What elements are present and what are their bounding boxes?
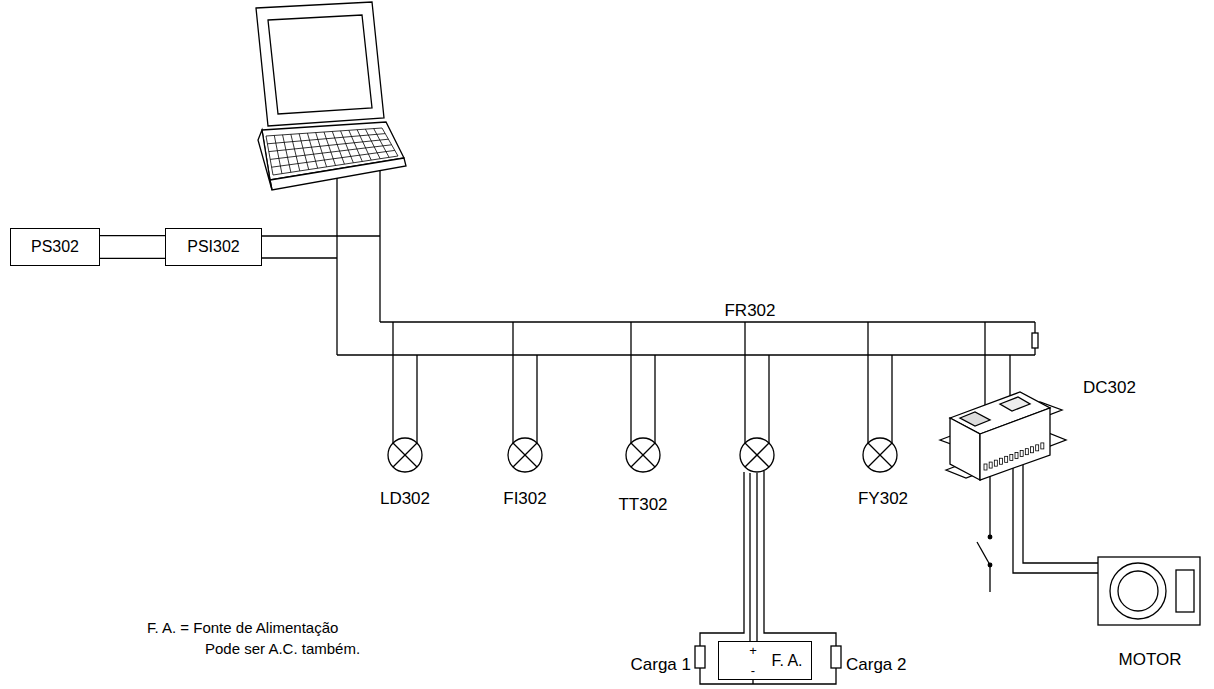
bus-drop xyxy=(984,322,985,405)
device-label: - xyxy=(751,664,755,678)
field-device xyxy=(508,322,542,472)
device-label: DC302 xyxy=(1083,379,1136,398)
bus-line xyxy=(337,354,1035,355)
motor xyxy=(1013,465,1200,625)
device-label: + xyxy=(749,644,757,658)
device-name: F. A. xyxy=(771,652,802,670)
terminator xyxy=(1032,333,1038,348)
field-device xyxy=(863,322,897,472)
device-box: F. A. xyxy=(718,641,812,680)
bus-drop xyxy=(1009,355,1010,396)
device-label: Carga 2 xyxy=(846,656,906,675)
signal-wire xyxy=(100,235,165,236)
power-wiring xyxy=(695,471,841,684)
device-label: TT302 xyxy=(618,496,667,515)
device-label: FY302 xyxy=(858,490,908,509)
bus-wire xyxy=(262,257,337,258)
field-device xyxy=(740,322,774,472)
bus-wire xyxy=(336,178,337,355)
legend-note: Pode ser A.C. também. xyxy=(205,641,360,658)
switch xyxy=(977,476,992,592)
laptop xyxy=(256,2,406,190)
device-name: PSI302 xyxy=(187,238,239,256)
load-resistor xyxy=(831,646,841,668)
field-device xyxy=(388,322,422,472)
terminator-wire xyxy=(1034,322,1035,333)
device-label: Carga 1 xyxy=(631,656,691,675)
bus-line xyxy=(380,321,1035,322)
device-label: MOTOR xyxy=(1119,651,1182,670)
device-label: LD302 xyxy=(380,490,430,509)
field-device xyxy=(626,322,660,472)
bus-wire xyxy=(379,171,380,322)
terminator-wire xyxy=(1034,348,1035,355)
device-box: PS302 xyxy=(10,228,100,266)
signal-wire xyxy=(100,258,165,259)
dc302-module xyxy=(940,392,1066,480)
device-box: PSI302 xyxy=(165,228,262,266)
legend-note: F. A. = Fonte de Alimentação xyxy=(147,620,338,637)
device-label: FR302 xyxy=(724,302,775,321)
bus-wire xyxy=(262,235,380,236)
device-name: PS302 xyxy=(31,238,79,256)
device-label: FI302 xyxy=(503,490,546,509)
load-resistor xyxy=(695,646,705,668)
